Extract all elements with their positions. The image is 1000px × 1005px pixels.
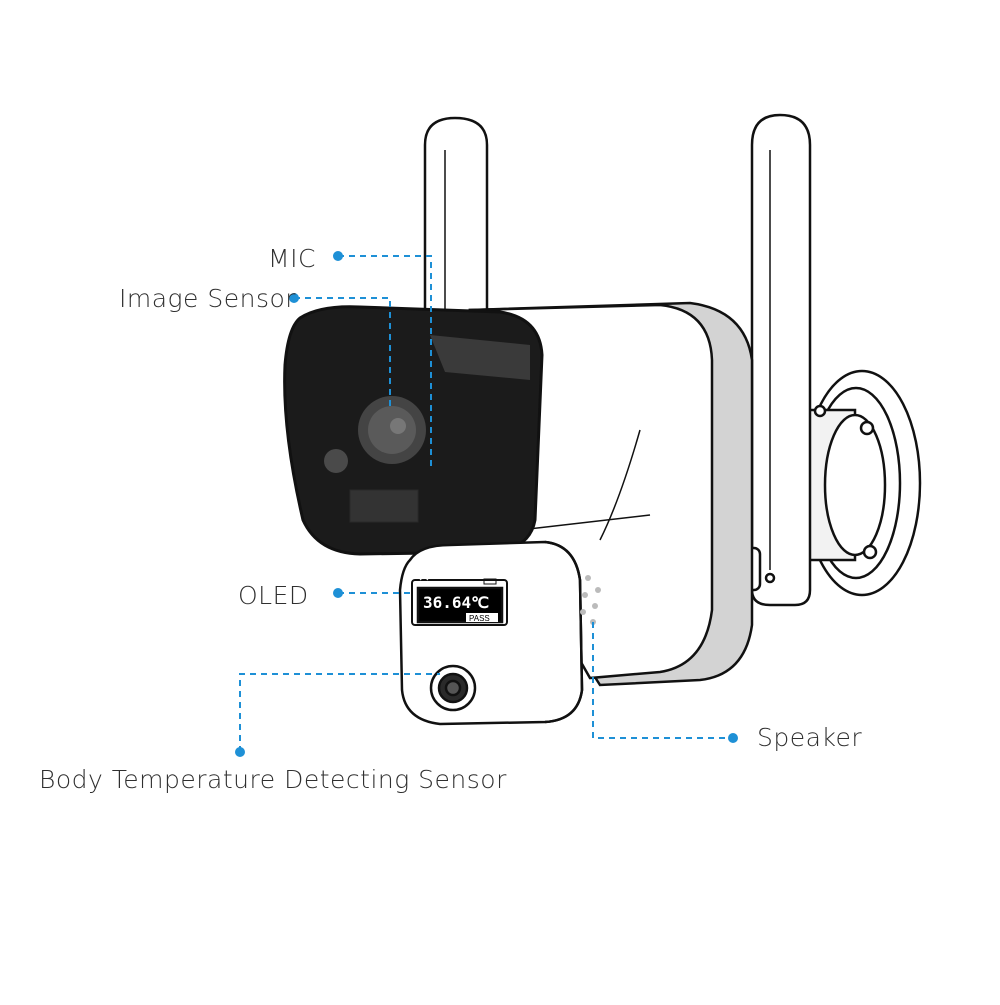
oled-dot [333, 588, 343, 598]
callout-dots [235, 251, 738, 757]
temperature-module [398, 540, 584, 726]
image-sensor-label: Image Sensor [119, 284, 297, 313]
body-sensor-dot [235, 747, 245, 757]
speaker-leader [592, 622, 730, 739]
callout-lines [239, 255, 730, 752]
mic-label: MIC [268, 244, 316, 273]
speaker-label: Speaker [757, 723, 863, 752]
lens-hood [283, 305, 544, 556]
oled-temperature: 36.64℃ [423, 593, 489, 612]
left-antenna [423, 116, 489, 322]
battery-icon [483, 578, 497, 585]
mic-leader [338, 255, 432, 468]
wifi-signal-icon [419, 577, 429, 584]
wall-mount [743, 369, 922, 597]
image-sensor-leader [294, 297, 391, 410]
image-sensor-dot [289, 293, 299, 303]
mic-dot [333, 251, 343, 261]
oled-status-badge [466, 613, 498, 622]
oled-status: PASS [469, 614, 490, 623]
body-sensor-label: Body Temperature Detecting Sensor [39, 765, 507, 794]
body-sensor-leader [239, 673, 440, 752]
speaker-dot [728, 733, 738, 743]
oled-label: OLED [238, 581, 309, 610]
